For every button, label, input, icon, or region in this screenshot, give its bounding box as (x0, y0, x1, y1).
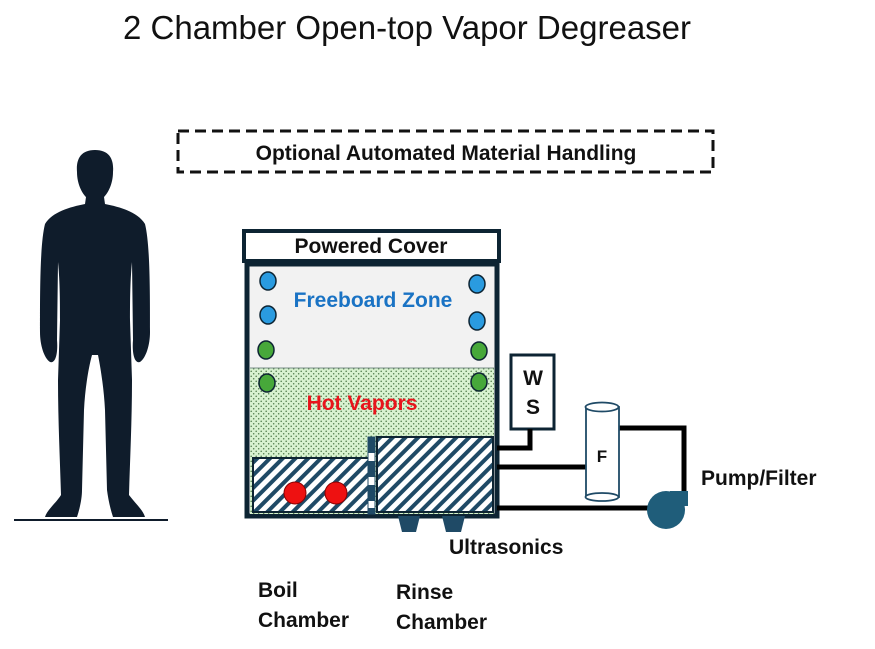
freeboard-zone-label: Freeboard Zone (294, 289, 453, 312)
boil-chamber (252, 457, 370, 513)
boil-chamber-label-line1: Boil (258, 579, 298, 602)
heater-element (283, 481, 307, 505)
powered-cover (242, 229, 501, 263)
coil-green (470, 372, 488, 392)
material-handling-label: Optional Automated Material Handling (256, 142, 637, 165)
filter-label: F (597, 447, 607, 466)
hot-vapors-label: Hot Vapors (307, 392, 418, 415)
heater-element (324, 481, 348, 505)
pump-filter-label: Pump/Filter (701, 467, 817, 490)
weir-divider (367, 436, 376, 515)
cooling-coils (257, 271, 488, 393)
coil-green (257, 340, 275, 360)
coil-blue (259, 271, 277, 291)
rinse-chamber-label-line1: Rinse (396, 581, 453, 604)
material-handling-box (176, 129, 715, 174)
water-separator-label-w: W (523, 367, 543, 390)
coil-blue (468, 311, 486, 331)
rinse-chamber (376, 436, 494, 513)
ultrasonic-transducer (398, 516, 420, 532)
coil-blue (468, 274, 486, 294)
ultrasonics-label: Ultrasonics (449, 536, 563, 559)
boil-chamber-label-line2: Chamber (258, 609, 349, 632)
person-silhouette-icon (40, 150, 150, 517)
ultrasonic-transducer (442, 516, 465, 532)
page-title: 2 Chamber Open-top Vapor Degreaser (123, 9, 691, 46)
powered-cover-label: Powered Cover (295, 235, 448, 258)
pump-icon (647, 491, 688, 529)
piping (497, 425, 687, 511)
water-separator-label-s: S (526, 396, 540, 419)
coil-green (470, 341, 488, 361)
water-separator (509, 353, 556, 431)
coil-green (258, 373, 276, 393)
filter (584, 401, 620, 502)
coil-blue (259, 305, 277, 325)
rinse-chamber-label-line2: Chamber (396, 611, 487, 634)
